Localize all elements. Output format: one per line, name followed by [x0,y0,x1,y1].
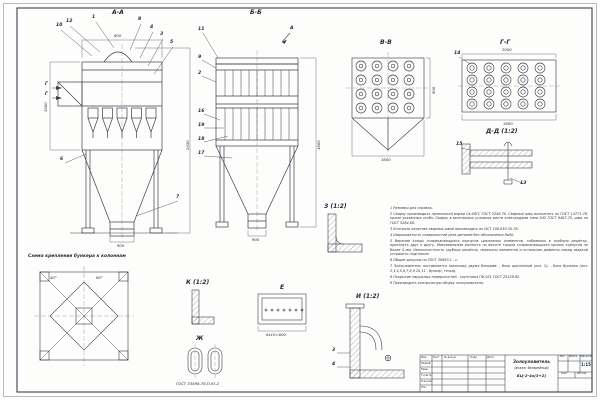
sheet-frame [3,3,597,397]
callout-18: 18 [198,137,205,142]
callout-13: 13 [520,181,527,186]
tb-doc-name: Золоуловитель [512,359,551,364]
detail-z-geometry [327,213,363,253]
tb-scale-label: Масштаб [580,355,593,359]
detail-k-title: К (1:2) [186,279,210,286]
section-mark-g-top: Г [45,82,48,87]
dim-gg-width-top: 2000 [502,47,512,52]
tb-scale-value: 1:15 [581,362,591,367]
tb-mass-label: Масса [568,355,578,359]
detail-i-title: И (1:2) [356,293,380,300]
detail-k-geometry [191,289,215,325]
tb-col-list: Лист [433,355,440,359]
callout-19: 19 [198,123,205,128]
dim-aa-total: 2450 [185,140,190,150]
callout-15: 15 [456,142,463,147]
note-item: 5 Верхние концы соприкасающихся корпусов… [390,238,588,257]
dim-scheme-angle2: 60° [96,275,103,280]
title-block-grid [419,354,593,393]
view-aa-title: А-А [112,9,124,16]
detail-zh-geometry [187,344,223,378]
tb-doc-subname: (аналог батарейный) [514,366,549,370]
detail-e-geometry [257,293,307,332]
detail-zh-gost-note: ГОСТ 33598-78-П-Ю-2 [176,381,220,386]
dim-aa-height: 1600 [43,102,48,112]
dim-gg-width: 1600 [503,121,513,126]
note-item: 9 Производить контрольную сборку золоуло… [390,280,484,285]
dim-scheme-angle1: 40° [50,275,57,280]
tb-role-nkontr: Н.контр. [421,379,433,383]
dim-aa-width: 600 [114,33,122,38]
tb-col-dokum: № докум. [444,355,457,359]
detail-zh-title: Ж [196,335,204,342]
callout-10: 10 [56,23,63,28]
technical-notes: 1 Размеры для справок. 2 Сварку производ… [390,206,588,287]
callout-4: 4 [150,25,154,30]
note-item: 4 Шероховатость поверхностей реза детале… [390,232,515,237]
dim-vv-width: 1600 [381,157,391,162]
tb-role-utv: Утв. [421,385,427,389]
tb-role-tkontr: Т.контр. [421,373,433,377]
callout-9: 9 [198,55,202,60]
tb-role-razrab: Разраб. [421,361,432,365]
note-item: 8 Покрытие наружных поверхностей - грунт… [390,274,521,279]
view-direction-a: А [290,26,294,31]
tb-sheet-label: Лист [561,372,568,376]
view-gg-title: Г-Г [500,39,511,46]
dim-vv-side: 900 [431,86,436,94]
note-item: 3 Контроль качества сварных швов произво… [390,226,519,231]
callout-1: 1 [92,15,96,20]
callout-i-4: 4 [332,362,336,367]
note-item: 1 Размеры для справок. [390,206,433,210]
callout-2: 2 [198,71,202,76]
callout-7: 7 [176,195,180,200]
detail-i-geometry [337,303,405,379]
view-bb-title: Б-Б [250,9,262,16]
scheme-caption: Схема крепления бункера к колоннам [28,254,126,259]
note-item: 7 Золоуловитель поставляется заказчику д… [390,264,588,273]
callout-17: 17 [198,151,205,156]
note-item: 2 Сварку производить проволокой марки Св… [390,212,588,225]
callout-11: 11 [198,27,205,32]
view-bb-geometry [201,32,317,237]
detail-dd-title: Д-Д (1:2) [486,128,518,135]
callout-6: 6 [60,157,64,162]
callout-14: 14 [454,51,461,56]
view-vv-title: В-В [380,39,392,46]
callout-8: 8 [138,17,142,22]
tb-doc-code: БЦ-2-4х(3+2) [516,373,547,378]
tb-role-prov: Пров. [421,367,429,371]
callout-5: 5 [170,40,174,45]
view-gg-geometry [458,53,560,121]
section-mark-g-bottom: Г [45,92,48,97]
tb-lit-label: Лит. [559,355,566,359]
view-aa-geometry [49,21,191,243]
scheme-geometry [34,266,134,366]
callout-3: 3 [160,32,164,37]
detail-e-title: Е [280,284,285,291]
dim-aa-outlet: 900 [117,243,125,248]
callout-i-3: 3 [332,348,336,353]
view-vv-geometry [346,52,431,157]
callout-12: 12 [66,19,73,24]
tb-col-data: Дата [487,355,494,359]
callout-16: 16 [198,109,205,114]
tb-col-izm: Изм. [421,355,428,359]
tb-col-podp: Подп. [470,355,478,359]
dim-e-spacing: 6х10=600 [266,332,286,337]
tb-sheets-label: Листов [576,372,587,376]
detail-dd-geometry [460,141,533,185]
dim-bb-height: 1800 [316,140,321,150]
detail-z-title: З (1:2) [324,203,347,210]
dim-bb-outlet: 900 [252,237,260,242]
note-item: 6 Общие допуски по ГОСТ 30893.1 - с. [390,258,459,263]
